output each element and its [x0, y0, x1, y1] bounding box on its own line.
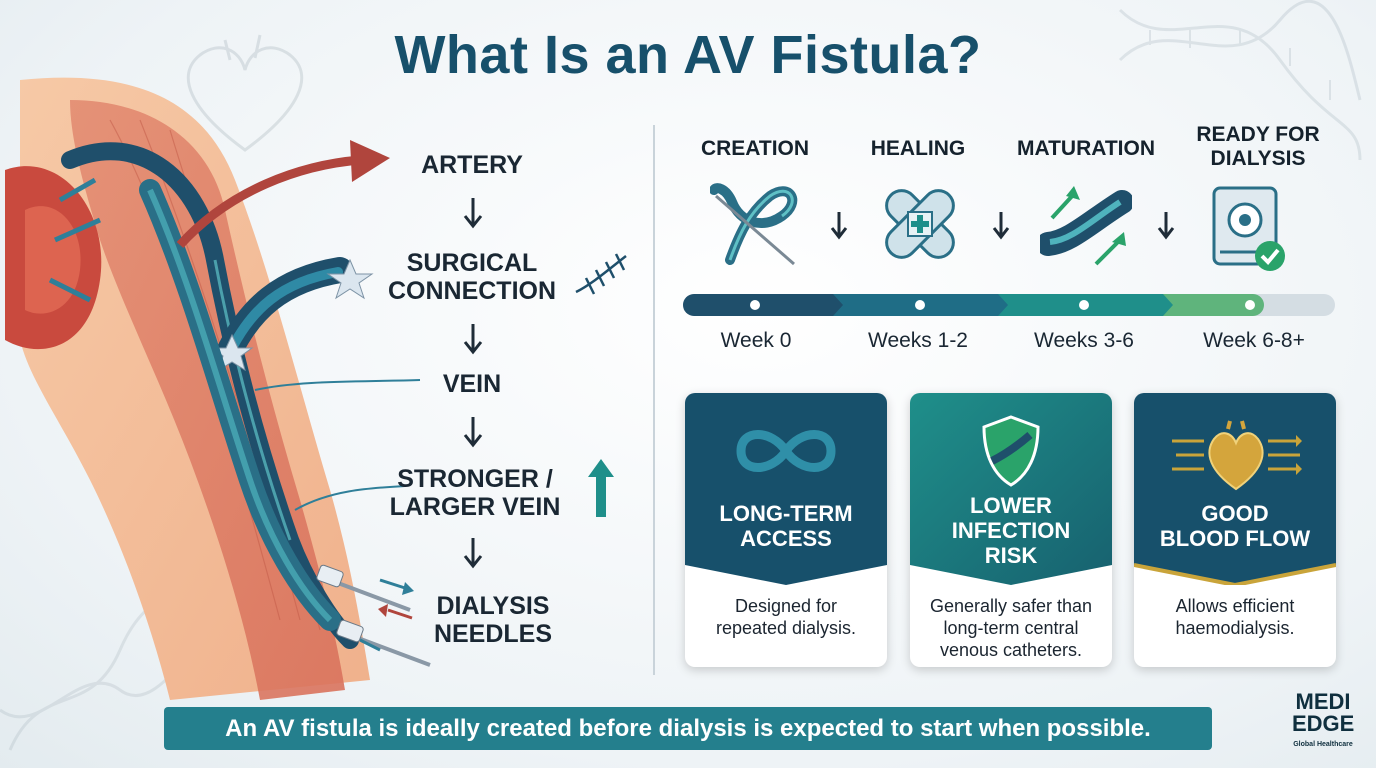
arm-anatomy-illustration	[5, 77, 431, 700]
divider	[653, 125, 655, 675]
card-description: Allows efficient haemodialysis.	[1175, 596, 1295, 638]
dna-helix-decoration	[1118, 0, 1362, 161]
brand-logo: MEDI EDGE Global Healthcare	[1292, 690, 1354, 754]
card-title: LONG-TERM ACCESS	[719, 501, 853, 551]
heart-outline-decoration	[186, 34, 304, 152]
card-title: LOWER INFECTION RISK	[951, 493, 1071, 568]
stage-title-ready: READY FOR DIALYSIS	[1196, 123, 1320, 170]
footer-banner: An AV fistula is ideally created before …	[164, 707, 1212, 750]
flow-step-stronger-vein: STRONGER / LARGER VEIN	[389, 465, 561, 521]
anastomosis-star	[326, 258, 374, 300]
benefit-card-good-blood-flow: GOOD BLOOD FLOW Allows efficient haemodi…	[1134, 393, 1336, 667]
suture-icon	[575, 253, 627, 295]
stage-title-creation: CREATION	[700, 137, 810, 160]
benefit-card-long-term-access: LONG-TERM ACCESS Designed for repeated d…	[685, 393, 887, 667]
shield-icon	[982, 415, 1040, 487]
down-arrow-icon	[992, 212, 1010, 240]
flow-step-artery: ARTERY	[421, 151, 523, 179]
down-arrow-icon	[463, 324, 483, 355]
down-arrow-icon	[830, 212, 848, 240]
page-title: What Is an AV Fistula?	[394, 25, 982, 85]
week-label: Week 0	[720, 329, 792, 352]
logo-tagline: Global Healthcare	[1293, 741, 1353, 748]
down-arrow-icon	[1157, 212, 1175, 240]
flow-step-dialysis-needles: DIALYSIS NEEDLES	[433, 592, 553, 648]
up-arrow-icon	[588, 459, 614, 517]
card-title: GOOD BLOOD FLOW	[1159, 501, 1311, 551]
bandage-icon	[885, 189, 955, 259]
stage-title-healing: HEALING	[870, 137, 966, 160]
dialysis-machine-check-icon	[1212, 186, 1285, 271]
card-description: Designed for repeated dialysis.	[715, 596, 857, 638]
week-label: Weeks 3-6	[1034, 329, 1134, 352]
flow-step-surgical-connection: SURGICAL CONNECTION	[387, 249, 557, 305]
down-arrow-icon	[463, 417, 483, 448]
infinity-icon	[736, 430, 836, 472]
flow-step-vein: VEIN	[442, 370, 502, 398]
logo-line-1: MEDI	[1295, 689, 1351, 714]
artery-flow-arrow	[176, 155, 361, 249]
down-arrow-icon	[463, 538, 483, 569]
timeline-progress-bar	[683, 294, 1335, 316]
down-arrow-icon	[463, 198, 483, 229]
week-label: Weeks 1-2	[868, 329, 968, 352]
stage-title-maturation: MATURATION	[1016, 137, 1156, 160]
logo-line-2: EDGE	[1292, 711, 1355, 736]
card-description: Generally safer than long-term central v…	[929, 596, 1093, 660]
loop-suture-icon	[710, 183, 798, 266]
dialysis-needles	[316, 564, 431, 667]
growing-vein-icon	[1040, 186, 1132, 266]
heart-flow-icon	[1172, 420, 1302, 491]
week-label: Week 6-8+	[1203, 329, 1305, 352]
benefit-card-lower-infection-risk: LOWER INFECTION RISK Generally safer tha…	[910, 393, 1112, 667]
